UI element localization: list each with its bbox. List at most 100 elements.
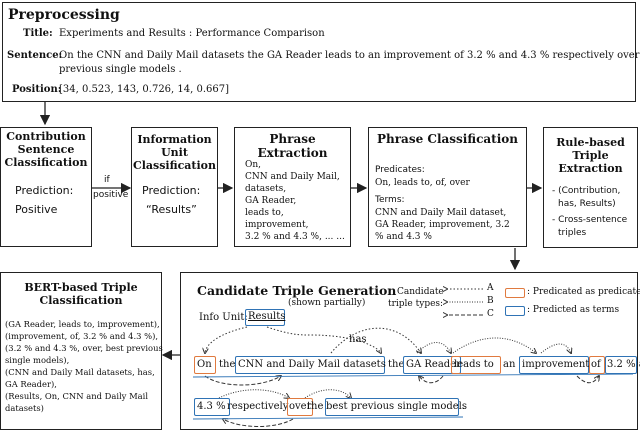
info-unit-box: Information Unit Classification Predicti… bbox=[131, 127, 218, 247]
contribution-title: Contribution Sentence Classification bbox=[4, 130, 88, 169]
token-on-box bbox=[194, 356, 216, 374]
arc-ga-leads bbox=[416, 342, 451, 354]
token-an: an bbox=[503, 359, 516, 370]
triple-types-label: Candidate bbox=[397, 287, 444, 297]
arc-of-pct-bottom bbox=[576, 376, 599, 384]
token-the-3: the bbox=[307, 401, 324, 412]
extraction-item: 3.2 % and 4.3 %, ... ... bbox=[245, 232, 345, 242]
legend-terms-label: : Predicted as terms bbox=[527, 305, 620, 315]
type-c-label: C bbox=[487, 309, 494, 319]
extraction-item: improvement, bbox=[245, 220, 309, 230]
arc-results-on bbox=[205, 326, 248, 353]
token-of: of bbox=[591, 359, 601, 370]
terms-line: GA Reader, improvement, 3.2 bbox=[375, 220, 510, 230]
candidate-title: Candidate Triple Generation bbox=[197, 283, 397, 298]
terms-line: % and 4.3 % bbox=[375, 232, 432, 242]
position-label: Position: bbox=[12, 84, 62, 95]
row1-baseline bbox=[192, 373, 634, 378]
terms-label: Terms: bbox=[375, 195, 405, 205]
info-unit-results-box bbox=[245, 309, 285, 326]
rule-based-line: - (Contribution, bbox=[552, 186, 621, 196]
rule-based-line: - Cross-sentence bbox=[552, 215, 628, 225]
token-of-box bbox=[589, 356, 605, 374]
bert-line: (CNN and Daily Mail datasets, has, bbox=[5, 367, 155, 377]
arc-cnn-ga bbox=[330, 327, 421, 353]
preprocessing-heading: Preprocessing bbox=[8, 7, 120, 23]
sentence-line-1: On the CNN and Daily Mail datasets the G… bbox=[59, 50, 640, 61]
type-a-label: A bbox=[487, 283, 494, 293]
title-label: Title: bbox=[23, 28, 53, 39]
arc-leads-ga-bottom bbox=[419, 376, 444, 384]
position-value: [34, 0.523, 143, 0.726, 14, 0.667] bbox=[59, 84, 230, 95]
sentence-label: Sentence: bbox=[7, 50, 63, 61]
predicates-value: On, leads to, of, over bbox=[375, 178, 470, 188]
info-unit-prediction-label: Prediction: bbox=[142, 184, 201, 197]
token-dot: . bbox=[462, 401, 466, 412]
token-improvement-box bbox=[519, 356, 589, 374]
token-ga-box bbox=[403, 356, 461, 374]
phrase-extraction-title: Phrase Extraction bbox=[257, 132, 328, 160]
token-the-2: the bbox=[388, 359, 405, 370]
candidate-subtitle: (shown partially) bbox=[288, 298, 366, 308]
token-pct2: 4.3 % bbox=[197, 401, 226, 412]
bert-line: (3.2 % and 4.3 %, over, best previous bbox=[5, 343, 163, 353]
phrase-classification-box: Phrase Classification Predicates: On, le… bbox=[368, 127, 527, 247]
info-unit-prediction-value: “Results” bbox=[146, 203, 197, 216]
triple-types-legend-lines bbox=[443, 281, 483, 331]
contribution-box: Contribution Sentence Classification Pre… bbox=[0, 127, 92, 247]
relation-arcs bbox=[192, 326, 634, 427]
token-the: the bbox=[219, 359, 236, 370]
legend-predicates-label: : Predicated as predicates bbox=[527, 287, 640, 297]
info-unit-label: Info Unit: bbox=[199, 312, 248, 323]
phrase-classification-title: Phrase Classification bbox=[376, 132, 518, 146]
token-over: over bbox=[289, 401, 312, 412]
token-respectively: respectively bbox=[227, 401, 289, 412]
row2-baseline bbox=[192, 416, 464, 420]
token-over-box bbox=[287, 398, 313, 416]
arc-leads-improvement bbox=[452, 337, 536, 353]
bert-box: BERT-based Triple Classification (GA Rea… bbox=[0, 272, 163, 430]
extraction-item: CNN and Daily Mail, bbox=[245, 172, 340, 182]
candidate-box: Candidate Triple Generation (shown parti… bbox=[180, 272, 640, 430]
token-pct: 3.2 % and bbox=[607, 359, 640, 370]
token-leads-box bbox=[451, 356, 501, 374]
rule-based-title: Rule-based Triple Extraction bbox=[556, 136, 625, 175]
extraction-item: leads to, bbox=[245, 208, 284, 218]
triple-types-label-2: triple types: bbox=[388, 299, 444, 309]
type-b-label: B bbox=[487, 296, 494, 306]
arc-over-best bbox=[304, 389, 351, 398]
bert-line: (Results, On, CNN and Daily Mail bbox=[5, 391, 148, 401]
info-unit-results: Results bbox=[248, 311, 286, 322]
extraction-item: On, bbox=[245, 160, 262, 170]
legend-term-swatch bbox=[505, 306, 525, 316]
token-cnn-box bbox=[235, 356, 385, 374]
rule-based-line: triples bbox=[558, 228, 587, 238]
token-best-box bbox=[325, 398, 459, 416]
bert-line: GA Reader), bbox=[5, 379, 57, 389]
bert-line: (GA Reader, leads to, improvement), bbox=[5, 319, 160, 329]
terms-line: CNN and Daily Mail dataset, bbox=[375, 208, 507, 218]
contribution-prediction-value: Positive bbox=[15, 203, 58, 216]
contribution-prediction-label: Prediction: bbox=[15, 184, 74, 197]
bert-line: datasets) bbox=[5, 403, 44, 413]
token-ga: GA Reader bbox=[406, 359, 461, 370]
has-label: has bbox=[349, 334, 367, 345]
token-leads: leads to bbox=[454, 359, 494, 370]
info-unit-title: Information Unit Classification bbox=[132, 133, 217, 172]
token-on: On bbox=[197, 359, 212, 370]
extraction-item: GA Reader, bbox=[245, 196, 297, 206]
token-best: best previous single models bbox=[326, 401, 467, 412]
token-improvement: improvement bbox=[522, 359, 590, 370]
title-value: Experiments and Results : Performance Co… bbox=[59, 28, 325, 39]
arc-results-cnn bbox=[266, 326, 381, 353]
predicates-label: Predicates: bbox=[375, 165, 425, 175]
bert-line: (improvement, of, 3.2 % and 4.3 %), bbox=[5, 331, 159, 341]
token-cnn: CNN and Daily Mail datasets bbox=[238, 359, 386, 370]
phrase-extraction-box: Phrase Extraction On, CNN and Daily Mail… bbox=[234, 127, 351, 247]
rule-based-line: has, Results) bbox=[558, 199, 616, 209]
arc-on-cnn-bottom bbox=[204, 376, 281, 386]
arc-pct-over bbox=[218, 389, 289, 398]
token-pct-box bbox=[605, 356, 637, 374]
